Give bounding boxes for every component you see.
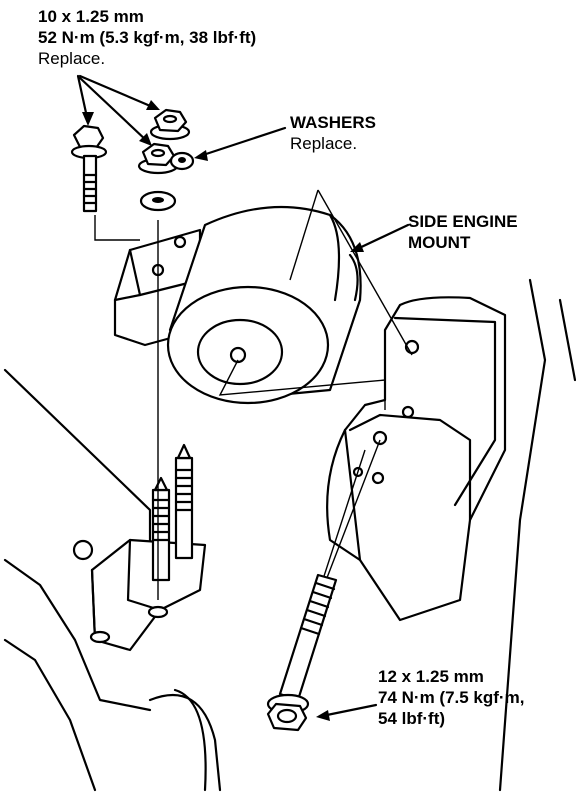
upper-bolt-size: 10 x 1.25 mm: [38, 7, 144, 26]
lower-bolt-callout: 12 x 1.25 mm 74 N·m (7.5 kgf·m, 54 lbf·f…: [378, 666, 524, 729]
alignment-lines: [94, 189, 413, 701]
upper-bolt-note: Replace.: [38, 49, 106, 68]
flange-bolt-icon: [70, 124, 108, 213]
frame-bracket-icon: [326, 296, 507, 622]
mount-label-line2: MOUNT: [408, 233, 471, 252]
washer-icon: [139, 151, 195, 212]
side-engine-mount-callout: SIDE ENGINE MOUNT: [408, 211, 518, 253]
washers-callout: WASHERS Replace.: [290, 112, 376, 154]
lower-bolt-size: 12 x 1.25 mm: [378, 667, 484, 686]
lower-flange-bolt: [266, 573, 338, 732]
washers-title: WASHERS: [290, 113, 376, 132]
upper-bolt-torque: 52 N·m (5.3 kgf·m, 38 lbf·ft): [38, 28, 257, 47]
lower-bolt-torque-line1: 74 N·m (7.5 kgf·m,: [378, 688, 525, 707]
upper-bolt-callout: 10 x 1.25 mm 52 N·m (5.3 kgf·m, 38 lbf·f…: [38, 6, 256, 69]
mount-label-line1: SIDE ENGINE: [408, 212, 518, 231]
lower-bracket: [72, 538, 207, 652]
flange-nut-icon: [137, 108, 191, 175]
washers-note: Replace.: [290, 134, 358, 153]
callout-arrows: [76, 74, 410, 721]
lower-bolt-torque-line2: 54 lbf·ft): [378, 709, 446, 728]
engine-mount-icon: [113, 205, 362, 405]
stud-icon: [151, 443, 194, 582]
